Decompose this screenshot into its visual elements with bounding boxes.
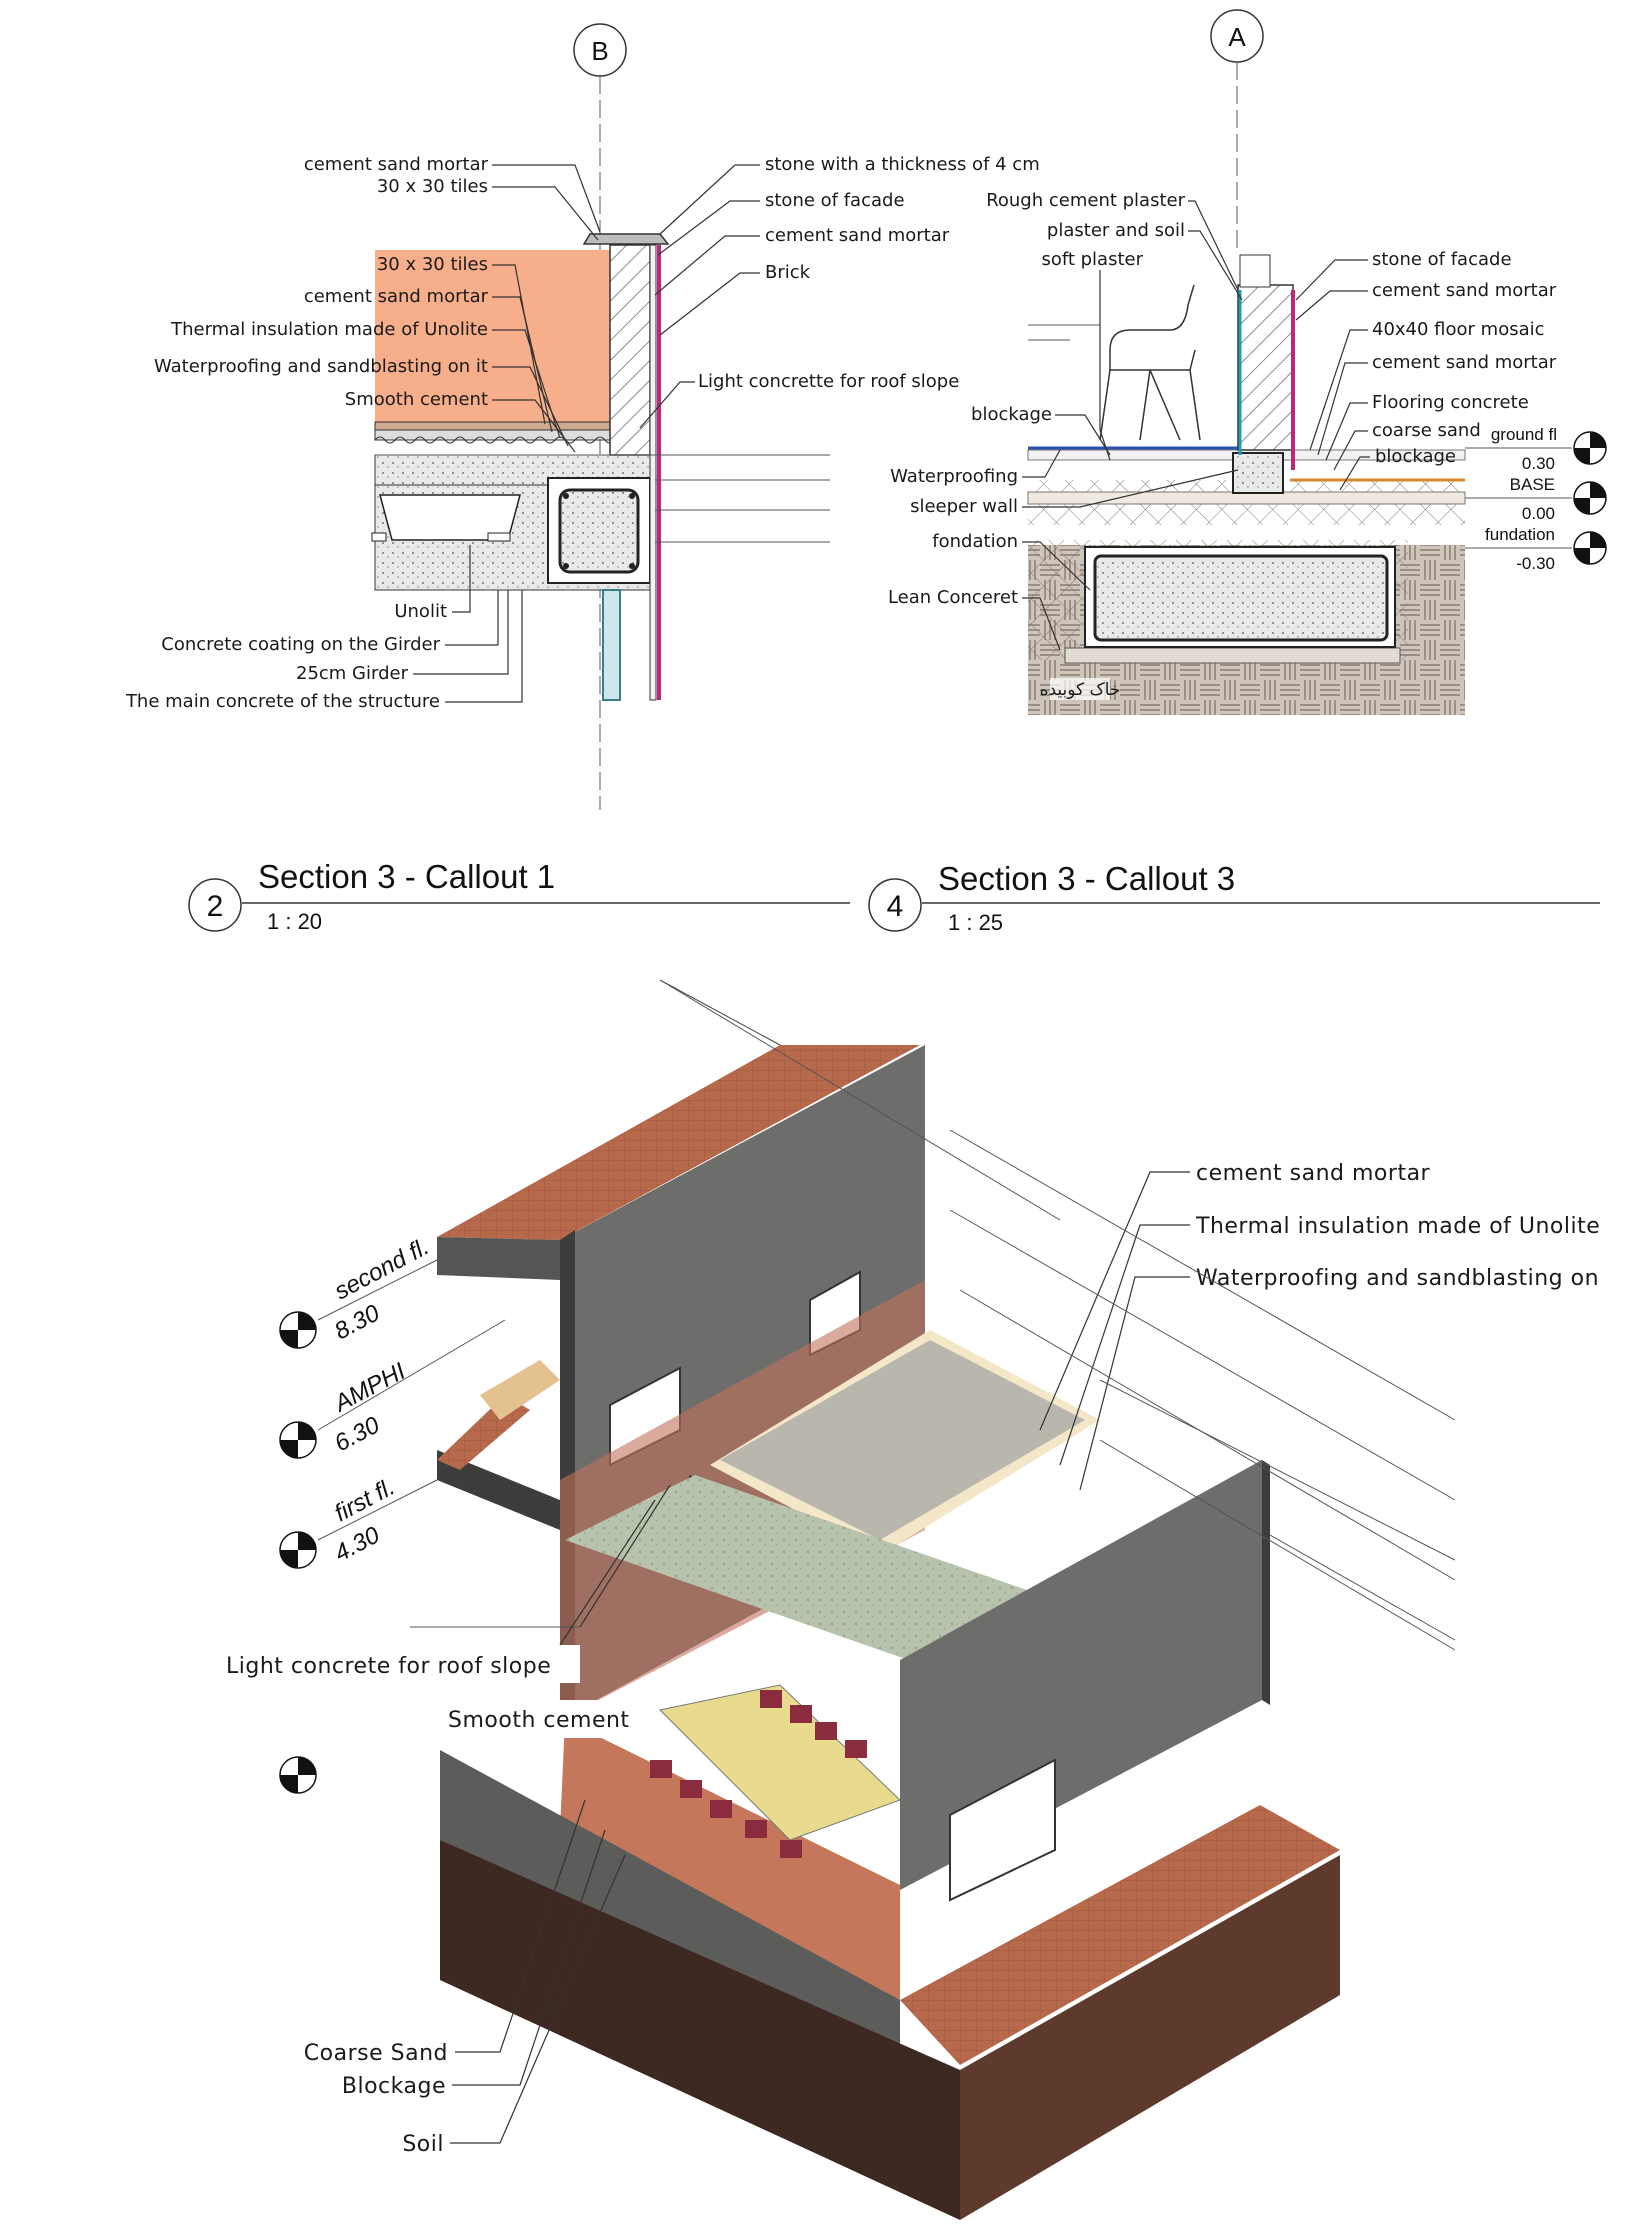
label-brick: Brick [765,262,811,283]
iso-right-labels: cement sand mortar Thermal insulation ma… [1195,1161,1600,1291]
sleeper-wall [1232,452,1284,494]
view-scale-callout-3: 1 : 25 [948,910,1003,935]
label-coarse-sand: coarse sand [1372,420,1481,441]
label-floor-mosaic: 40x40 floor mosaic [1372,319,1545,340]
level-name-fundation: fundation [1485,525,1555,544]
view-title-callout-1: Section 3 - Callout 1 [258,858,555,895]
label-iso-coarse-sand: Coarse Sand [304,2041,448,2066]
label-stone-of-facade: stone of facade [765,190,905,211]
label-unolit: Unolit [394,601,447,622]
view-number-bubble-4 [868,878,922,932]
iso-boxed-labels: Light concrete for roof slope Smooth cem… [220,1484,671,1738]
label-blockage-a2: blockage [1375,446,1456,467]
iso-level-name-first-fl: first fl. [330,1473,399,1527]
callout-3-level-markers: ground fl 0.30 BASE 0.00 fundation -0.30 [1465,425,1607,573]
iso-level-value-first-fl: 4.30 [330,1521,384,1567]
level-name-base: BASE [1510,475,1555,494]
ground-floor-room [560,1720,900,2000]
label-blockage-a: blockage [971,404,1052,425]
label-25cm-girder: 25cm Girder [296,663,409,684]
label-thermal-insulation: Thermal insulation made of Unolite [170,319,488,340]
label-cement-sand-mortar-a2: cement sand mortar [1372,352,1557,373]
label-fondation: fondation [932,531,1018,552]
exterior-wall [1237,284,1294,451]
label-cement-sand-mortar-right: cement sand mortar [765,225,950,246]
iso-level-value-second-fl: 8.30 [330,1299,384,1345]
view-number-bubble-2 [188,878,242,932]
label-stone-4cm: stone with a thickness of 4 cm [765,154,1040,175]
floor-tile-layer [374,421,611,431]
label-iso-thermal-insulation: Thermal insulation made of Unolite [1195,1214,1600,1239]
label-rough-cement-plaster: Rough cement plaster [986,190,1185,211]
label-cement-sand-mortar: cement sand mortar [304,286,489,307]
label-cement-sand-mortar-a1: cement sand mortar [1372,280,1557,301]
level-value-base: 0.00 [1522,504,1555,523]
label-iso-blockage: Blockage [342,2074,446,2099]
upper-wall-right [900,1460,1262,1890]
label-flooring-concrete: Flooring concrete [1372,392,1529,413]
label-iso-cement-sand-mortar: cement sand mortar [1196,1161,1431,1186]
label-waterproofing: Waterproofing and sandblasting on it [154,356,488,377]
insulation-layer [374,429,611,441]
label-soft-plaster: soft plaster [1041,249,1143,270]
parapet-coping [582,233,670,245]
isometric-section: cement sand mortar Thermal insulation ma… [220,979,1600,2220]
label-iso-smooth-cement: Smooth cement [448,1708,630,1733]
view-number-4: 4 [887,890,904,923]
view-title-callout-3: Section 3 - Callout 3 [938,860,1235,897]
iso-bottom-labels: Coarse Sand Blockage Soil [304,2041,448,2157]
plinth-tiles [900,1805,1340,2065]
label-light-concrete: Light concrette for roof slope [698,371,959,392]
view-number-2: 2 [207,890,224,923]
grid-label-b: B [591,36,608,66]
callout-1-right-labels: stone with a thickness of 4 cm stone of … [698,154,1040,392]
roof-slab [437,1045,920,1240]
grid-label-a: A [1228,22,1246,52]
label-stone-of-facade-a: stone of facade [1372,249,1512,270]
callout-3-left-labels: Rough cement plaster plaster and soil so… [888,190,1186,608]
level-name-ground-fl: ground fl [1491,425,1557,444]
label-waterproofing-a: Waterproofing [890,466,1018,487]
level-value-fundation: -0.30 [1516,554,1555,573]
label-iso-light-concrete: Light concrete for roof slope [226,1654,551,1679]
iso-level-name-amphi: AMPHI [328,1358,410,1419]
label-iso-waterproofing: Waterproofing and sandblasting on [1196,1266,1599,1291]
label-tiles-top: 30 x 30 tiles [377,176,488,197]
callout-3-right-labels: stone of facade cement sand mortar 40x40… [1372,249,1557,467]
view-scale-callout-1: 1 : 20 [267,909,322,934]
callout-1-left-labels: cement sand mortar 30 x 30 tiles 30 x 30… [154,154,489,410]
soil-text: خاک کوبیده [1040,680,1121,700]
label-cement-sand-mortar-top: cement sand mortar [304,154,489,175]
label-sleeper-wall: sleeper wall [910,496,1018,517]
callout-1-detail: B cement sand mortar [125,23,1040,934]
label-smooth-cement: Smooth cement [345,389,488,410]
label-main-concrete: The main concrete of the structure [125,691,440,712]
label-lean-concrete: Lean Conceret [888,587,1018,608]
facade-stone [649,244,657,701]
level-value-ground-fl: 0.30 [1522,454,1555,473]
label-iso-soil: Soil [402,2132,444,2157]
label-concrete-coating: Concrete coating on the Girder [161,634,440,655]
callout-1-bottom-labels: Unolit Concrete coating on the Girder 25… [125,601,447,712]
chairs [650,1690,867,1858]
callout-3-detail: A [868,9,1607,935]
label-tiles: 30 x 30 tiles [377,254,488,275]
chair-symbol [1099,284,1201,441]
label-plaster-and-soil: plaster and soil [1047,220,1185,241]
